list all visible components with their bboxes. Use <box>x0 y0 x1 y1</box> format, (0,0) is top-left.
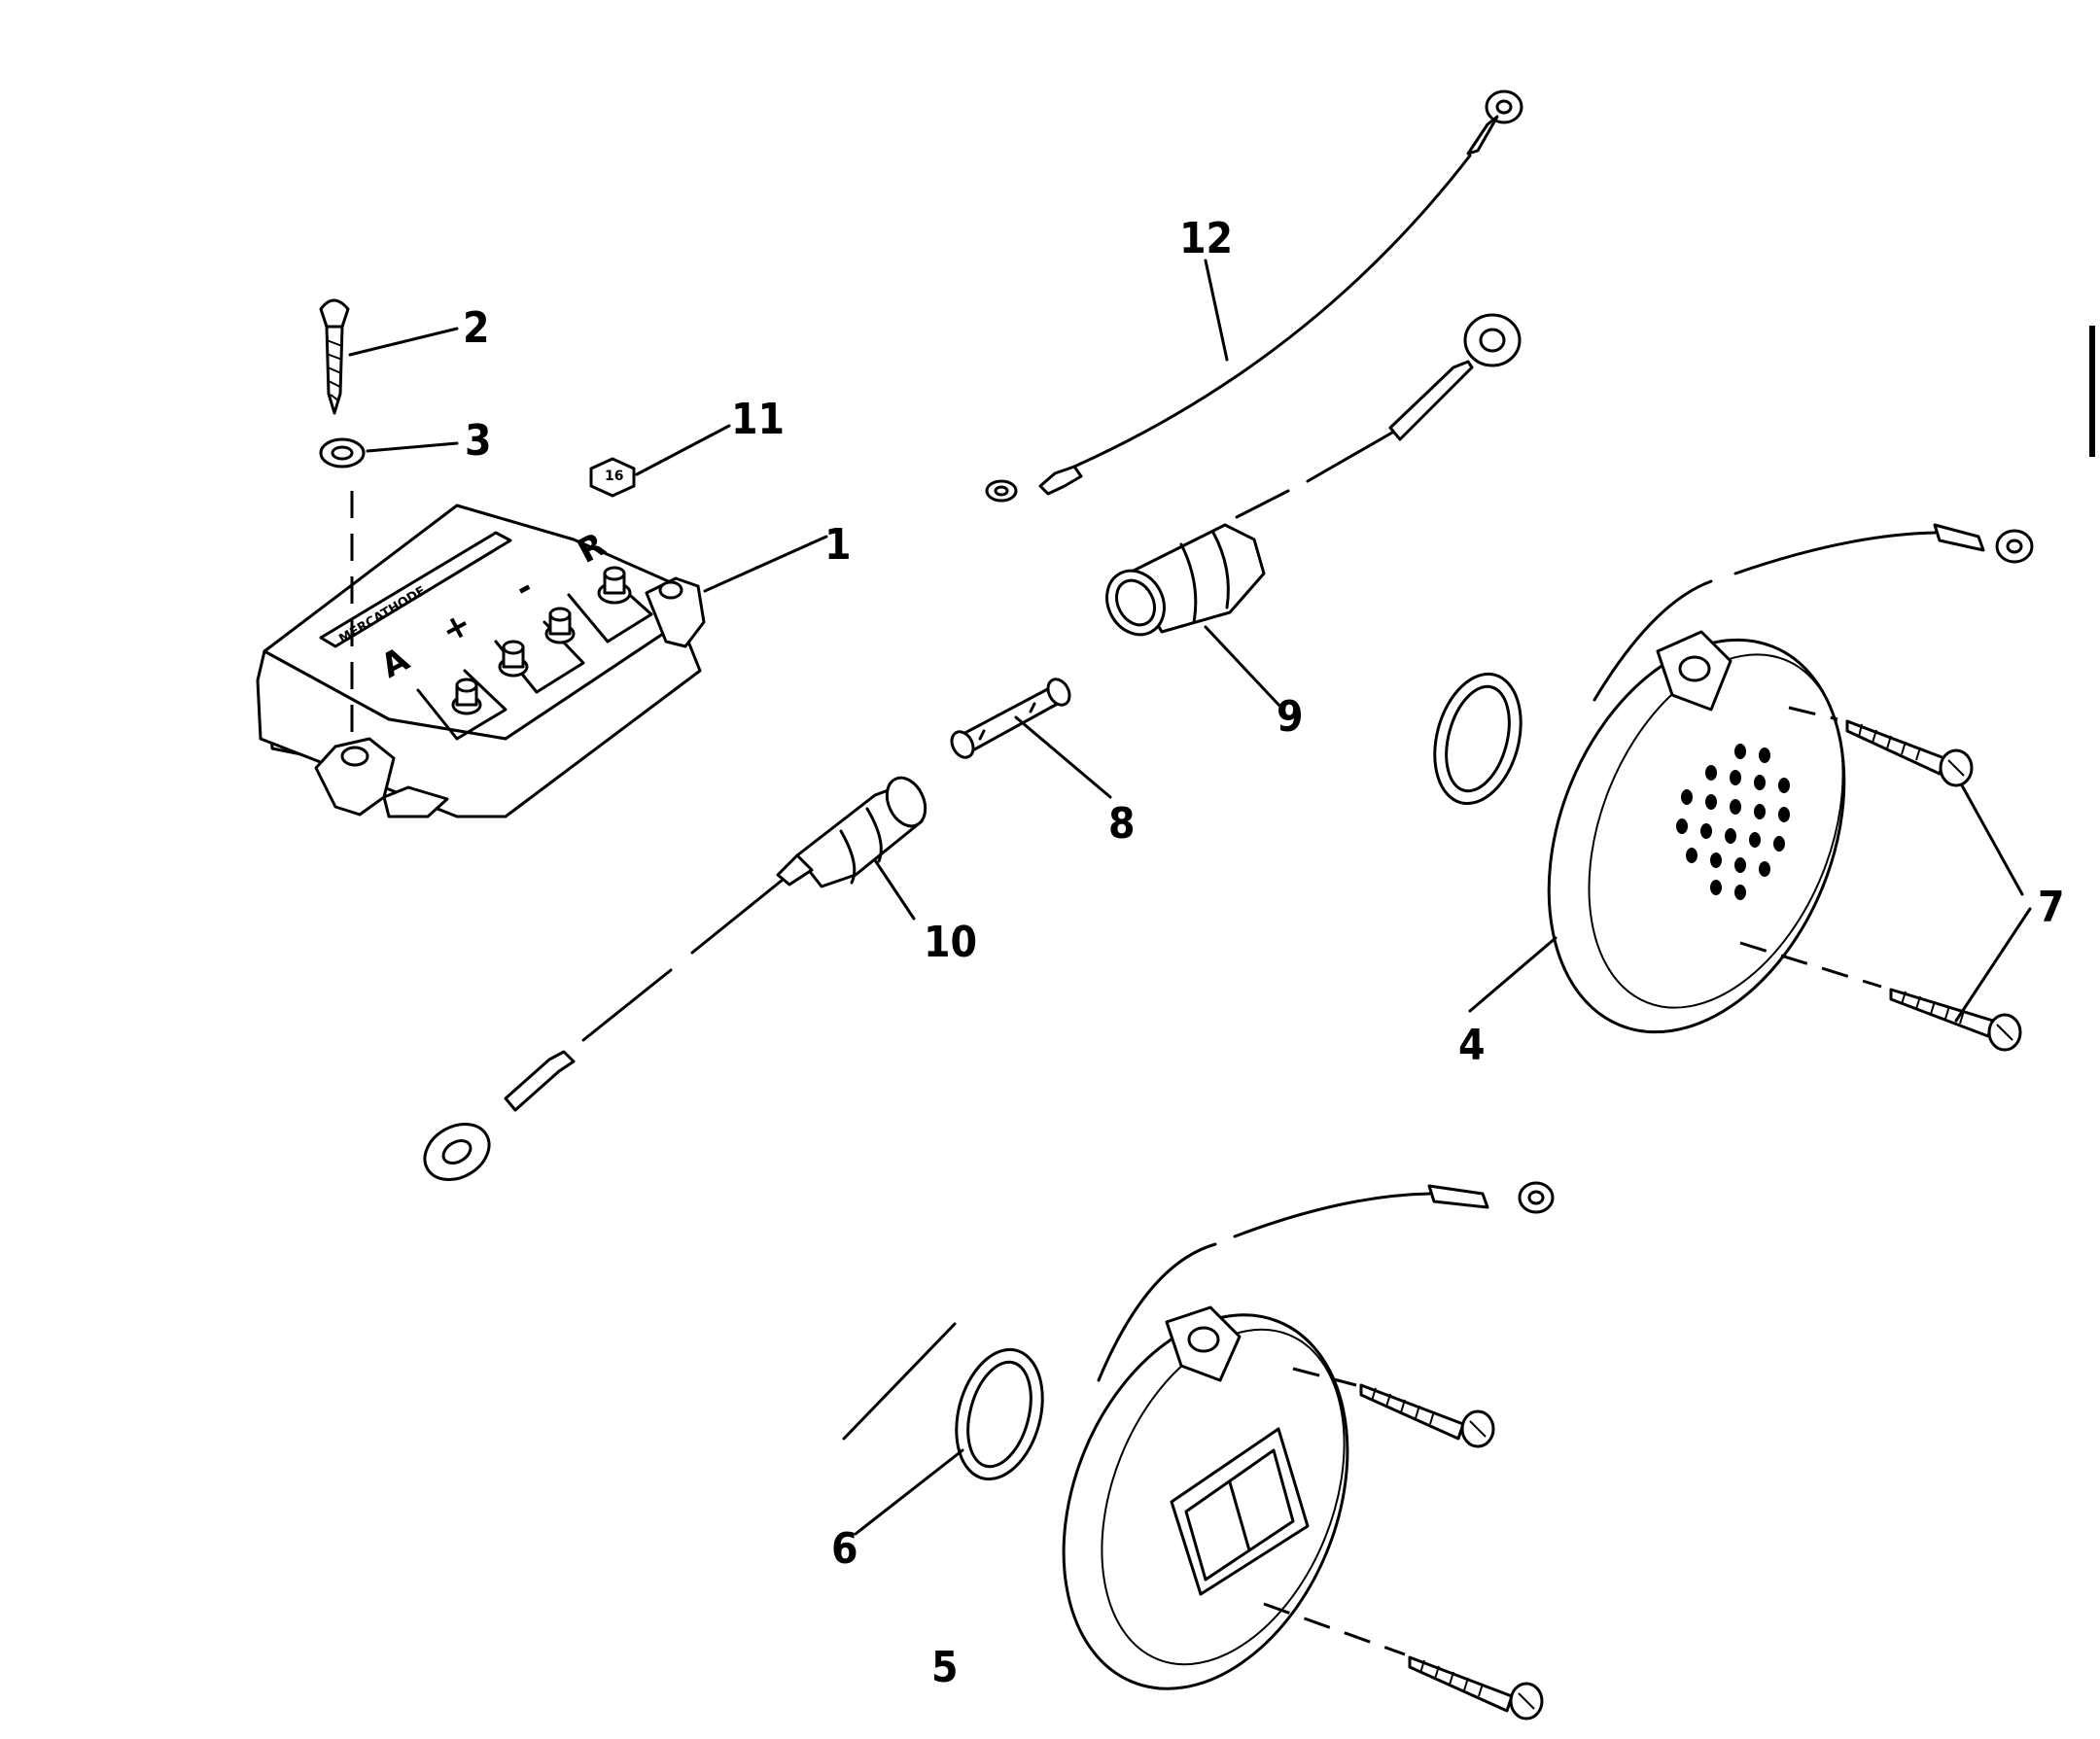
callout-1: 1 <box>824 520 852 570</box>
fuse-part-8 <box>950 678 1071 759</box>
nut-part-11: 16 <box>589 457 636 498</box>
cover-part-5 <box>955 1181 1555 1690</box>
washer-part-3 <box>319 437 366 469</box>
screw-part-2 <box>319 298 350 415</box>
lead-wire-part-12 <box>985 89 1523 503</box>
screw-guide-lower <box>1739 941 1882 989</box>
screw-guide-upper <box>1788 706 1838 721</box>
terminal-studs <box>451 566 632 715</box>
callout-6: 6 <box>831 1524 858 1574</box>
cover-part-4 <box>1433 523 2034 1034</box>
callout-3: 3 <box>465 416 492 466</box>
socket-part-9 <box>1105 313 1522 637</box>
mercathode-controller: MERCATHODE A + - R <box>256 504 706 818</box>
leader-lines <box>348 259 2032 1536</box>
screw-part-5-lower <box>1408 1655 1544 1721</box>
callout-2: 2 <box>463 303 490 353</box>
screw-guide-5-upper <box>1292 1367 1357 1387</box>
speaker-holes <box>1676 744 1790 900</box>
screw-guide-5-lower <box>1263 1602 1406 1656</box>
callout-4: 4 <box>1458 1021 1486 1070</box>
callout-5: 5 <box>931 1643 959 1692</box>
callout-11: 11 <box>731 395 785 444</box>
screw-part-7-lower <box>1889 988 2022 1052</box>
fuse-holder-part-10 <box>423 776 928 1182</box>
nut-label: 16 <box>605 469 623 484</box>
screw-part-5-upper <box>1359 1383 1495 1448</box>
callout-10: 10 <box>924 918 977 967</box>
callout-12: 12 <box>1179 214 1233 263</box>
callout-8: 8 <box>1108 799 1136 849</box>
callout-7: 7 <box>2038 883 2065 932</box>
screw-part-7-upper <box>1845 719 1974 787</box>
callout-9: 9 <box>1277 692 1304 742</box>
